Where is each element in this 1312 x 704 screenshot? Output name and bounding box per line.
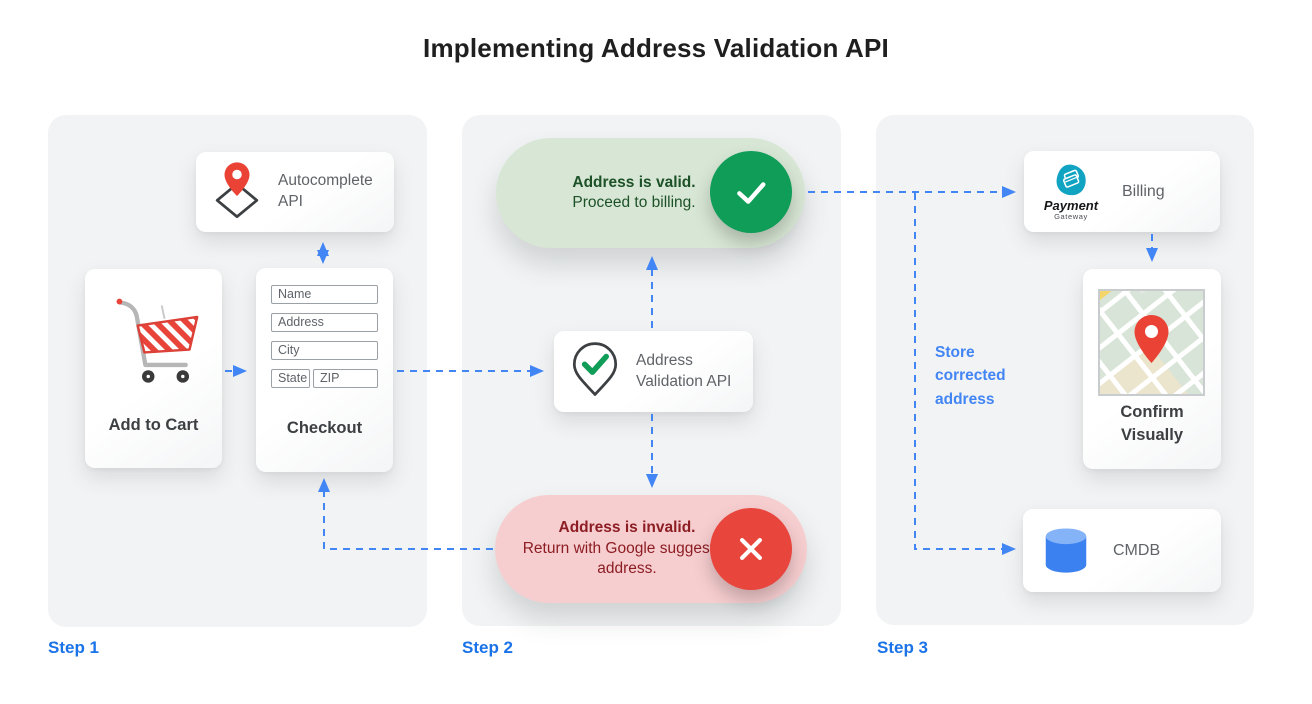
payment-gateway-logo: Payment Gateway <box>1040 163 1102 221</box>
x-mark-icon <box>710 508 792 590</box>
shopping-cart-icon <box>116 298 199 383</box>
payment-gateway-subtitle: Gateway <box>1054 211 1088 221</box>
address-validation-api-icon <box>570 341 620 403</box>
add-to-cart-label: Add to Cart <box>108 415 199 434</box>
checkmark-icon <box>710 151 792 233</box>
payment-gateway-icon <box>1056 164 1086 195</box>
zip-field: ZIP <box>313 369 378 388</box>
cmdb-card: CMDB <box>1023 509 1221 592</box>
confirm-visually-label: Confirm Visually <box>1120 403 1184 444</box>
valid-title: Address is valid. <box>572 173 696 191</box>
name-field: Name <box>271 285 378 304</box>
database-icon <box>1045 527 1087 573</box>
address-validation-api-card: Address Validation API <box>554 331 753 412</box>
autocomplete-api-icon <box>212 161 262 224</box>
checkout-form: Name Address City State ZIP <box>271 285 378 397</box>
payment-gateway-wordmark: Payment <box>1043 197 1099 213</box>
invalid-subtitle: Return with Google suggested address. <box>522 539 732 578</box>
step2-label: Step 2 <box>462 638 514 657</box>
cmdb-label: CMDB <box>1113 541 1161 559</box>
diagram-title: Implementing Address Validation API <box>423 33 889 63</box>
step2-panel: Address is valid. Proceed to billing. Ad… <box>462 115 841 626</box>
autocomplete-api-label: Autocomplete API <box>278 172 373 210</box>
billing-card: Payment Gateway Billing <box>1024 151 1220 232</box>
address-field: Address <box>271 313 378 332</box>
step3-panel: Payment Gateway Billing <box>876 115 1254 625</box>
step1-panel: Autocomplete API Add to Cart <box>48 115 427 627</box>
map-thumbnail-icon <box>1098 289 1205 396</box>
confirm-visually-card: Confirm Visually <box>1083 269 1221 469</box>
step3-label: Step 3 <box>877 638 929 657</box>
step1-label: Step 1 <box>48 638 100 657</box>
checkout-label: Checkout <box>286 418 363 437</box>
address-validation-api-label: Address Validation API <box>636 351 732 390</box>
city-field: City <box>271 341 378 360</box>
address-invalid-pill: Address is invalid. Return with Google s… <box>495 495 807 603</box>
valid-subtitle: Proceed to billing. <box>572 194 696 211</box>
add-to-cart-card: Add to Cart <box>85 269 222 468</box>
checkout-card: Name Address City State ZIP Checkout <box>256 268 393 472</box>
autocomplete-api-card: Autocomplete API <box>196 152 394 232</box>
state-field: State <box>271 369 310 388</box>
store-corrected-address-note: Store corrected address <box>935 344 1006 408</box>
address-valid-pill: Address is valid. Proceed to billing. <box>496 138 805 248</box>
billing-label: Billing <box>1122 182 1165 200</box>
invalid-title: Address is invalid. <box>558 519 696 537</box>
